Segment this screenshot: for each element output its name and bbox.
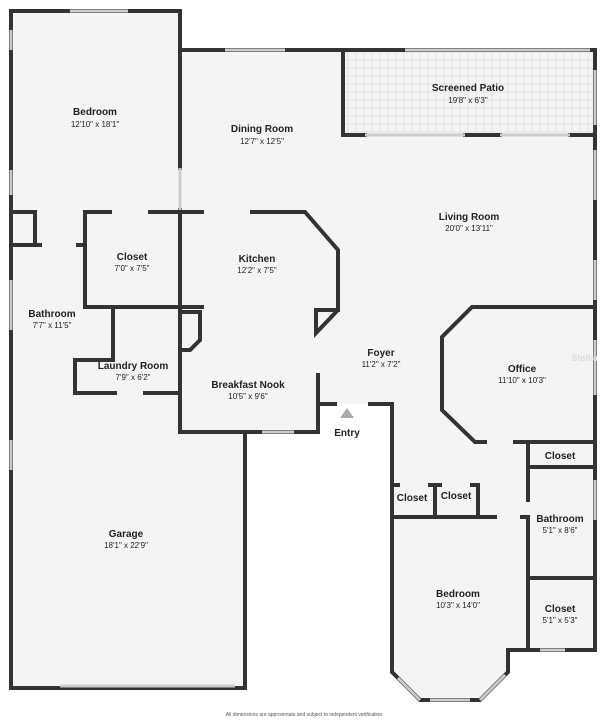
- room-closet-2: Closet: [397, 493, 428, 504]
- svg-text:Laundry Room: Laundry Room: [98, 361, 169, 372]
- room-bedroom-1: Bedroom 12'10" x 18'1": [71, 107, 119, 129]
- walls: [9, 9, 597, 702]
- svg-text:7'0" x 7'5": 7'0" x 7'5": [115, 264, 150, 273]
- svg-text:7'7" x 11'5": 7'7" x 11'5": [33, 321, 72, 330]
- entry-arrow-icon: [340, 408, 354, 418]
- svg-text:Kitchen: Kitchen: [239, 254, 276, 265]
- room-closet-3: Closet: [441, 491, 472, 502]
- svg-text:12'7" x 12'5": 12'7" x 12'5": [240, 137, 284, 146]
- svg-text:11'2" x 7'2": 11'2" x 7'2": [362, 360, 401, 369]
- svg-text:7'9" x 6'2": 7'9" x 6'2": [116, 373, 151, 382]
- svg-text:Office: Office: [508, 364, 537, 375]
- svg-text:18'1" x 22'9": 18'1" x 22'9": [104, 541, 148, 550]
- svg-text:12'10" x 18'1": 12'10" x 18'1": [71, 120, 119, 129]
- svg-text:5'1" x 5'3": 5'1" x 5'3": [543, 616, 578, 625]
- windows: [9, 9, 597, 702]
- svg-text:Bathroom: Bathroom: [28, 309, 75, 320]
- watermark-logo: Stellar: [571, 353, 599, 363]
- svg-text:Dining Room: Dining Room: [231, 124, 293, 135]
- room-patio: Screened Patio 19'8" x 6'3": [432, 83, 504, 105]
- svg-text:20'0" x 13'11": 20'0" x 13'11": [445, 224, 493, 233]
- svg-text:Screened Patio: Screened Patio: [432, 83, 504, 94]
- room-dining: Dining Room 12'7" x 12'5": [231, 124, 293, 146]
- svg-text:Living Room: Living Room: [439, 212, 500, 223]
- svg-text:Bathroom: Bathroom: [536, 514, 583, 525]
- room-closet-4: Closet: [545, 451, 576, 462]
- svg-text:10'5" x 9'6": 10'5" x 9'6": [228, 392, 268, 401]
- svg-text:11'10" x 10'3": 11'10" x 10'3": [498, 376, 546, 385]
- svg-text:Garage: Garage: [109, 529, 144, 540]
- floor-area: [11, 11, 595, 700]
- svg-text:Closet: Closet: [545, 604, 576, 615]
- footnote: All dimensions are approximate and subje…: [226, 712, 383, 718]
- svg-text:Bedroom: Bedroom: [73, 107, 117, 118]
- svg-text:Bedroom: Bedroom: [436, 589, 480, 600]
- svg-text:Breakfast Nook: Breakfast Nook: [211, 380, 285, 391]
- svg-text:10'3" x 14'0": 10'3" x 14'0": [436, 601, 480, 610]
- patio-tiles: [343, 50, 595, 135]
- svg-text:12'2" x 7'5": 12'2" x 7'5": [237, 266, 277, 275]
- svg-text:5'1" x 8'6": 5'1" x 8'6": [543, 526, 578, 535]
- entry-label: Entry: [334, 428, 360, 439]
- svg-text:Closet: Closet: [117, 252, 148, 263]
- svg-text:Foyer: Foyer: [367, 348, 394, 359]
- svg-text:19'8" x 6'3": 19'8" x 6'3": [448, 96, 488, 105]
